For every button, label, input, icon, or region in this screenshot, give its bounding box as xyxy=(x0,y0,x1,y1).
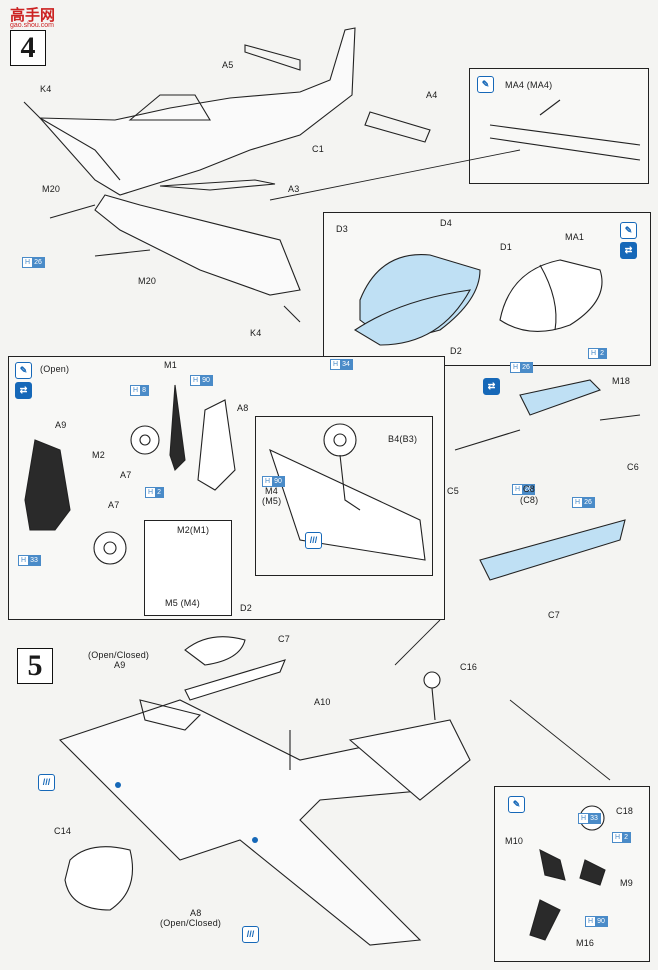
part-label-m16: M16 xyxy=(576,938,595,948)
label-open-closed: (Open/Closed) xyxy=(160,918,222,928)
label-open-closed: (Open/Closed) xyxy=(88,650,150,660)
step-5-number: 5 xyxy=(17,648,53,684)
part-label-d2: D2 xyxy=(450,346,462,356)
part-label-d1: D1 xyxy=(500,242,512,252)
part-label-d4: D4 xyxy=(440,218,452,228)
part-label-c7: C7 xyxy=(548,610,560,620)
part-label-ma4: MA4 (MA4) xyxy=(505,80,553,90)
paint-brush-icon: ✎ xyxy=(620,222,637,239)
part-label-m2-m1: M2(M1) xyxy=(177,525,210,535)
part-label-c8: C8 xyxy=(523,484,535,494)
part-label-a8: A8 xyxy=(237,403,249,413)
watermark-title: 高手网 xyxy=(10,7,56,24)
part-label-m2: M2 xyxy=(92,450,105,460)
part-label-c1: C1 xyxy=(312,144,324,154)
part-label-a7: A7 xyxy=(108,500,120,510)
part-label-m18: M18 xyxy=(612,376,631,386)
part-label-a5: A5 xyxy=(222,60,234,70)
part-label-c18: C18 xyxy=(616,806,634,816)
part-label-c7: C7 xyxy=(278,634,290,644)
part-label-m10: M10 xyxy=(505,836,524,846)
part-label-a7: A7 xyxy=(120,470,132,480)
part-label-a10: A10 xyxy=(314,697,331,707)
part-label-a9: A9 xyxy=(114,660,126,670)
part-label-c16: C16 xyxy=(460,662,478,672)
paint-brush-icon: ✎ xyxy=(15,362,32,379)
part-label-m1: M1 xyxy=(164,360,177,370)
watermark-url: gao.shou.com xyxy=(10,22,54,29)
part-label-c6: C6 xyxy=(627,462,639,472)
part-label-k4: K4 xyxy=(250,328,262,338)
part-label-c8-alt: (C8) xyxy=(520,495,539,505)
step-4-number: 4 xyxy=(10,30,46,66)
part-label-m9: M9 xyxy=(620,878,633,888)
decal-stripe-icon: /// xyxy=(305,532,322,549)
label-open: (Open) xyxy=(40,364,70,374)
part-label-ma1: MA1 xyxy=(565,232,585,242)
decal-stripe-icon: /// xyxy=(38,774,55,791)
part-label-d2: D2 xyxy=(240,603,252,613)
decal-stripe-icon: /// xyxy=(242,926,259,943)
part-label-m5-m4: M5 (M4) xyxy=(165,598,200,608)
inset-gear-detail xyxy=(144,520,232,616)
rotate-view-icon: ⇄ xyxy=(620,242,637,259)
part-label-d3: D3 xyxy=(336,224,348,234)
paint-brush-icon: ✎ xyxy=(508,796,525,813)
part-label-a3: A3 xyxy=(288,184,300,194)
part-label-c5: C5 xyxy=(447,486,459,496)
part-label-m20: M20 xyxy=(42,184,61,194)
part-label-k4: K4 xyxy=(40,84,52,94)
paint-brush-icon: ✎ xyxy=(477,76,494,93)
part-label-m20: M20 xyxy=(138,276,157,286)
part-label-a8: A8 xyxy=(190,908,202,918)
inset-tail-wheel xyxy=(494,786,650,962)
part-label-c14: C14 xyxy=(54,826,72,836)
rotate-view-icon: ⇄ xyxy=(15,382,32,399)
part-label-b4-b3: B4(B3) xyxy=(388,434,418,444)
part-label-m4: M4 xyxy=(265,486,278,496)
part-label-m5: (M5) xyxy=(262,496,282,506)
part-label-a9: A9 xyxy=(55,420,67,430)
rotate-view-icon: ⇄ xyxy=(483,378,500,395)
part-label-a4: A4 xyxy=(426,90,438,100)
